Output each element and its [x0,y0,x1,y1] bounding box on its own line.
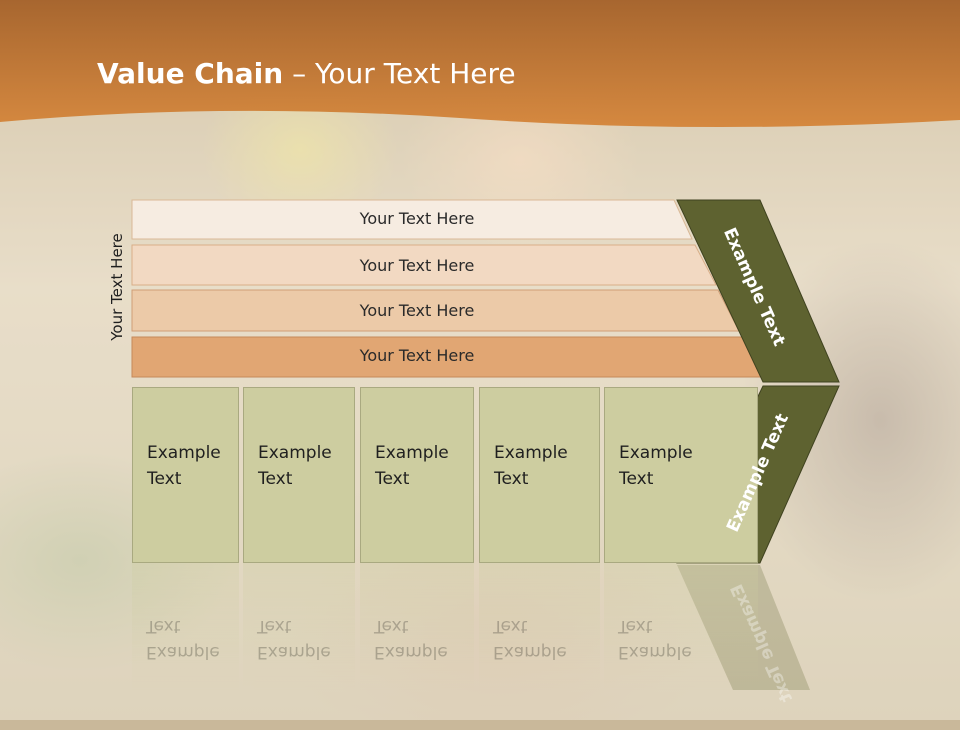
bar-3-label: Your Text Here [359,301,475,320]
activity-box-1: Example Text [132,387,239,563]
activity-box-3: Example Text [360,387,474,563]
activity-box-5-reflection: Example Text [604,563,758,691]
activity-box-1-label: Example Text [147,443,221,489]
activity-box-2-reflection: Example Text [243,563,355,691]
activity-box-5: Example Text [604,387,758,563]
title-bold: Value Chain [97,57,284,90]
side-axis-label: Your Text Here [108,233,126,341]
slide-title: Value Chain – Your Text Here [97,54,516,94]
activity-box-3-label: Example Text [375,443,449,489]
activity-box-1-reflection: Example Text [132,563,239,691]
activity-box-2-reflection-text: Example Text [257,616,331,662]
bar-4-label: Your Text Here [359,346,475,365]
title-rest: – Your Text Here [283,57,516,90]
activity-box-3-reflection: Example Text [360,563,474,691]
activity-box-5-label: Example Text [619,443,693,489]
bar-1-label: Your Text Here [359,209,475,228]
activity-box-4-label: Example Text [494,443,568,489]
header-band [0,0,960,128]
activity-box-2: Example Text [243,387,355,563]
activity-box-5-reflection-text: Example Text [618,616,692,662]
activity-box-1-reflection-text: Example Text [146,616,220,662]
activity-box-4-reflection-text: Example Text [493,616,567,662]
activity-box-3-reflection-text: Example Text [374,616,448,662]
activity-box-4-reflection: Example Text [479,563,600,691]
activity-box-4: Example Text [479,387,600,563]
activity-box-2-label: Example Text [258,443,332,489]
bar-2-label: Your Text Here [359,256,475,275]
